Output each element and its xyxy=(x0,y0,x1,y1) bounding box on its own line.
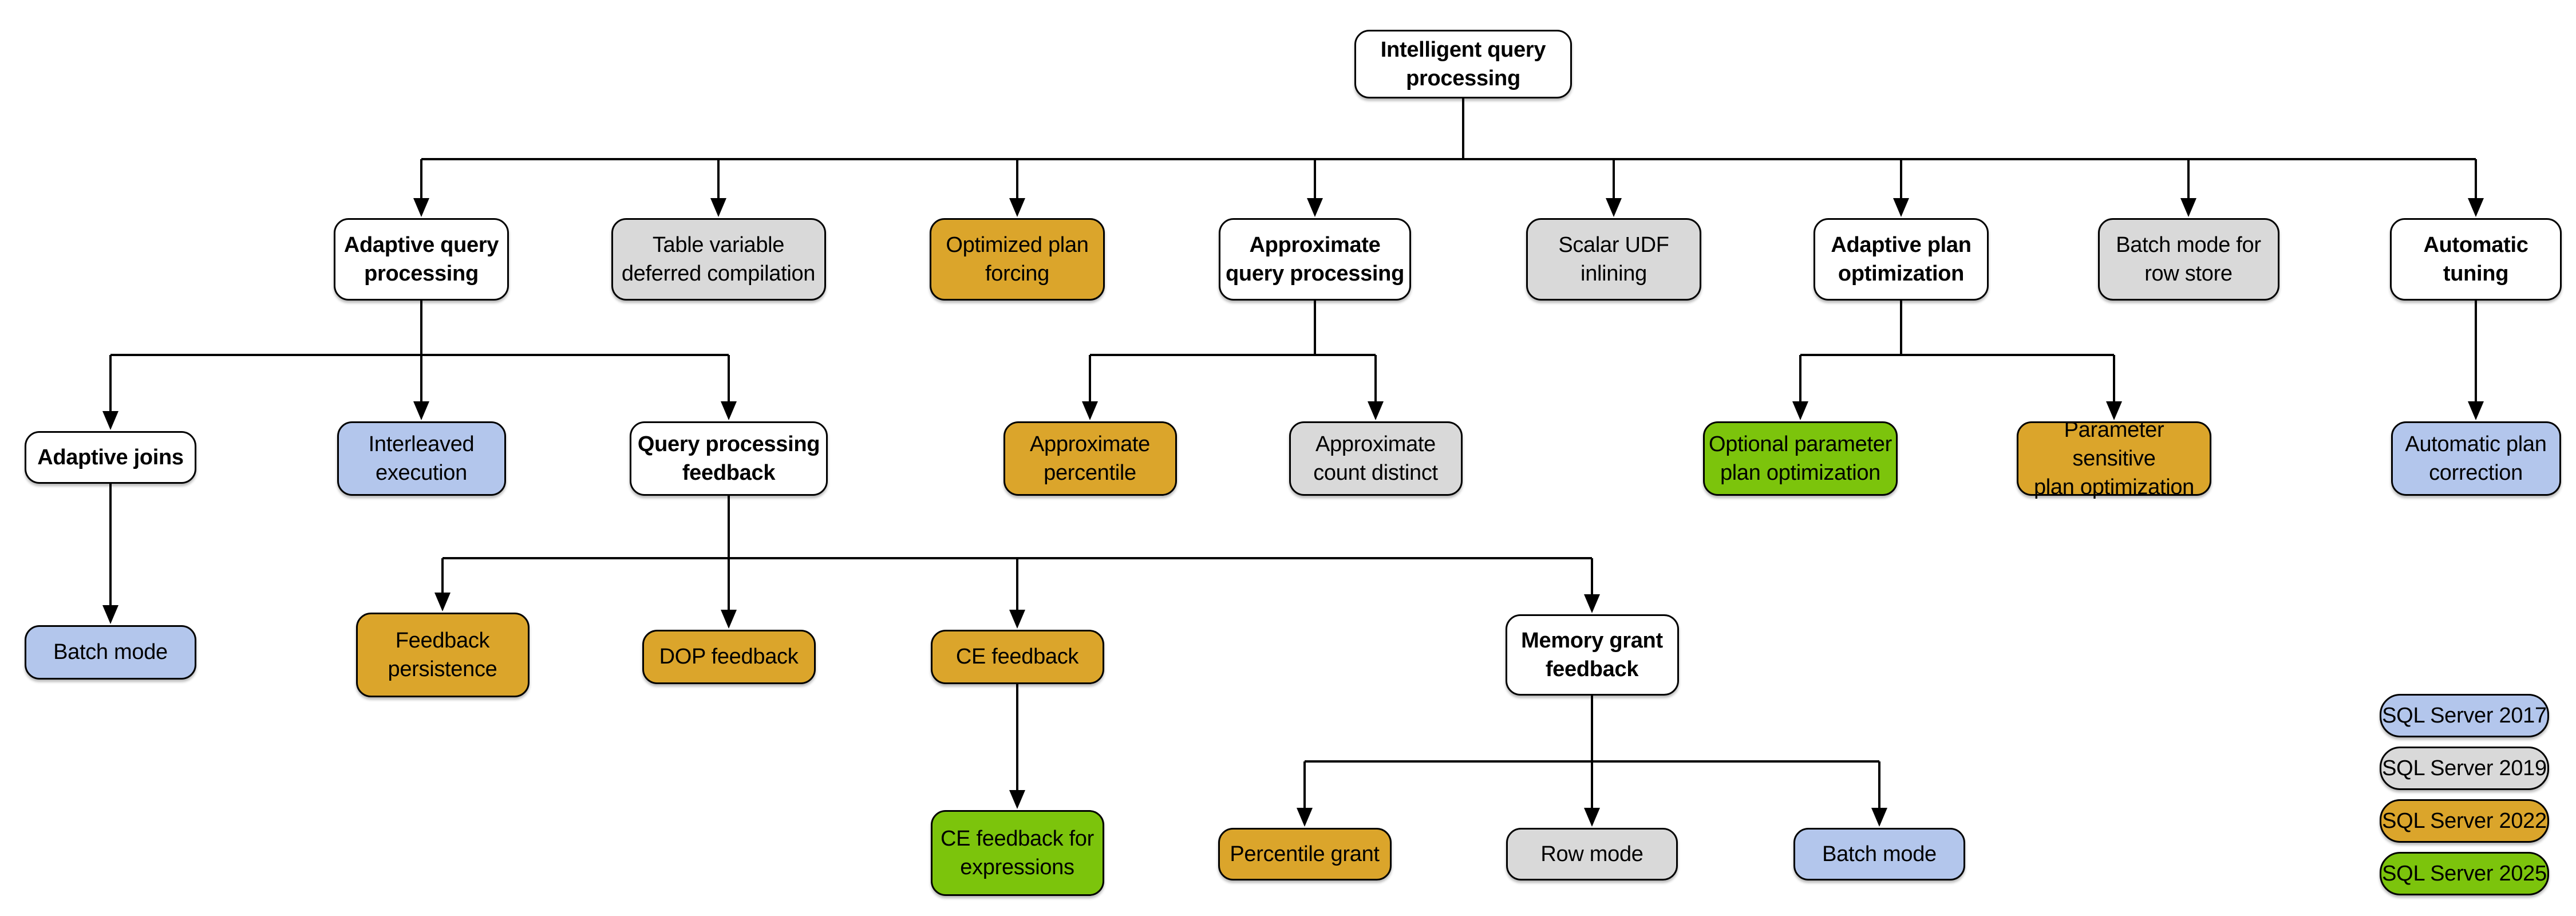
arrowhead-ce-feedback xyxy=(1009,610,1025,629)
node-dop-feedback: DOP feedback xyxy=(642,630,816,684)
node-percentile-grant: Percentile grant xyxy=(1218,828,1392,881)
arrowhead-batch-mode-under-memory-grant xyxy=(1871,808,1887,827)
arrowhead-optional-parameter-plan-optimization xyxy=(1792,401,1808,420)
arrowhead-adaptive-plan-optimization xyxy=(1893,198,1909,217)
node-adaptive-plan-optimization: Adaptive plan optimization xyxy=(1814,218,1989,301)
node-table-variable-deferred-compilation: Table variable deferred compilation xyxy=(611,218,826,301)
node-adaptive-query-processing: Adaptive query processing xyxy=(334,218,509,301)
node-feedback-persistence: Feedback persistence xyxy=(355,613,530,697)
node-row-mode: Row mode xyxy=(1506,828,1678,881)
arrowhead-approximate-count-distinct xyxy=(1368,401,1384,420)
node-parameter-sensitive-plan-optimization: Parameter sensitive plan optimization xyxy=(2017,418,2211,499)
arrowhead-ce-feedback-for-expressions xyxy=(1009,790,1025,809)
arrowhead-interleaved-execution xyxy=(413,401,429,420)
node-batch-mode-under-memory-grant: Batch mode xyxy=(1793,828,1965,881)
node-ce-feedback-for-expressions: CE feedback for expressions xyxy=(930,810,1104,896)
arrowhead-memory-grant-feedback xyxy=(1584,594,1600,613)
node-approximate-query-processing: Approximate query processing xyxy=(1219,218,1411,301)
node-query-processing-feedback: Query processing feedback xyxy=(630,421,828,496)
legend-sql-server-2017: SQL Server 2017 xyxy=(2380,694,2549,737)
node-ce-feedback: CE feedback xyxy=(930,630,1104,684)
legend-sql-server-2022: SQL Server 2022 xyxy=(2380,799,2549,843)
arrowhead-batch-mode-under-adaptive-joins xyxy=(102,605,118,624)
arrowhead-adaptive-query-processing xyxy=(413,198,429,217)
node-batch-mode-under-adaptive-joins: Batch mode xyxy=(25,625,196,680)
node-optimized-plan-forcing: Optimized plan forcing xyxy=(930,218,1105,301)
node-scalar-udf-inlining: Scalar UDF inlining xyxy=(1526,218,1701,301)
arrowhead-adaptive-joins xyxy=(102,411,118,430)
arrowhead-parameter-sensitive-plan-optimization xyxy=(2106,401,2122,420)
arrowhead-batch-mode-for-row-store xyxy=(2180,198,2196,217)
node-batch-mode-for-row-store: Batch mode for row store xyxy=(2097,218,2279,301)
arrowhead-table-variable-deferred-compilation xyxy=(710,198,726,217)
node-automatic-plan-correction: Automatic plan correction xyxy=(2391,421,2561,496)
arrowhead-percentile-grant xyxy=(1297,808,1313,827)
arrowhead-optimized-plan-forcing xyxy=(1009,198,1025,217)
node-root: Intelligent query processing xyxy=(1354,30,1572,98)
arrowhead-query-processing-feedback xyxy=(721,401,737,420)
legend-sql-server-2019: SQL Server 2019 xyxy=(2380,747,2549,790)
arrowhead-automatic-tuning xyxy=(2468,198,2484,217)
node-automatic-tuning: Automatic tuning xyxy=(2390,218,2562,301)
arrowhead-feedback-persistence xyxy=(434,593,451,611)
legend-sql-server-2025: SQL Server 2025 xyxy=(2380,852,2549,895)
arrowhead-scalar-udf-inlining xyxy=(1606,198,1622,217)
arrowhead-dop-feedback xyxy=(721,610,737,629)
node-adaptive-joins: Adaptive joins xyxy=(25,431,196,484)
arrowhead-automatic-plan-correction xyxy=(2468,401,2484,420)
node-approximate-percentile: Approximate percentile xyxy=(1003,421,1177,496)
arrowhead-approximate-percentile xyxy=(1082,401,1098,420)
node-optional-parameter-plan-optimization: Optional parameter plan optimization xyxy=(1703,421,1898,496)
node-interleaved-execution: Interleaved execution xyxy=(337,421,506,496)
arrowhead-approximate-query-processing xyxy=(1307,198,1323,217)
arrowhead-row-mode xyxy=(1584,808,1600,827)
node-approximate-count-distinct: Approximate count distinct xyxy=(1289,421,1463,496)
node-memory-grant-feedback: Memory grant feedback xyxy=(1505,614,1679,696)
